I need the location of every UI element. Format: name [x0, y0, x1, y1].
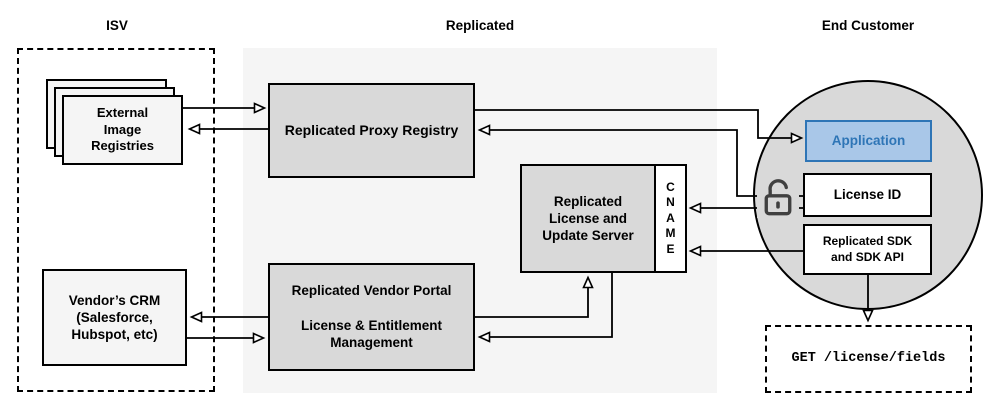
node-get-license-fields: GET /license/fields — [765, 325, 972, 393]
end-customer-group-label: End Customer — [821, 18, 915, 33]
node-replicated-sdk: Replicated SDK and SDK API — [803, 224, 932, 275]
replicated-sdk-label: Replicated SDK and SDK API — [822, 234, 913, 264]
vendor-crm-label: Vendor’s CRM (Salesforce, Hubspot, etc) — [68, 292, 161, 343]
node-replicated-proxy-registry: Replicated Proxy Registry — [268, 83, 475, 178]
proxy-registry-label: Replicated Proxy Registry — [284, 121, 459, 138]
get-license-fields-label: GET /license/fields — [791, 351, 946, 367]
vendor-portal-label: Replicated Vendor Portal License & Entit… — [291, 283, 452, 351]
application-label: Application — [831, 133, 906, 149]
node-cname-strip: C N A M E — [654, 164, 687, 273]
license-id-label: License ID — [833, 187, 902, 203]
license-update-server-label: Replicated License and Update Server — [542, 193, 634, 244]
external-image-registries-label: External Image Registries — [91, 105, 154, 154]
node-license-id: License ID — [803, 173, 932, 217]
unlock-icon — [757, 178, 799, 218]
node-license-update-server: Replicated License and Update Server — [520, 164, 656, 273]
node-external-image-registries: External Image Registries — [62, 95, 183, 165]
cname-label: C N A M E — [665, 179, 676, 256]
node-vendor-portal: Replicated Vendor Portal License & Entit… — [268, 263, 475, 371]
node-vendor-crm: Vendor’s CRM (Salesforce, Hubspot, etc) — [42, 269, 187, 366]
unlock-icon-glyph — [764, 179, 792, 216]
replicated-group-label: Replicated — [445, 18, 515, 33]
node-application: Application — [805, 120, 932, 162]
isv-group-label: ISV — [106, 18, 128, 33]
